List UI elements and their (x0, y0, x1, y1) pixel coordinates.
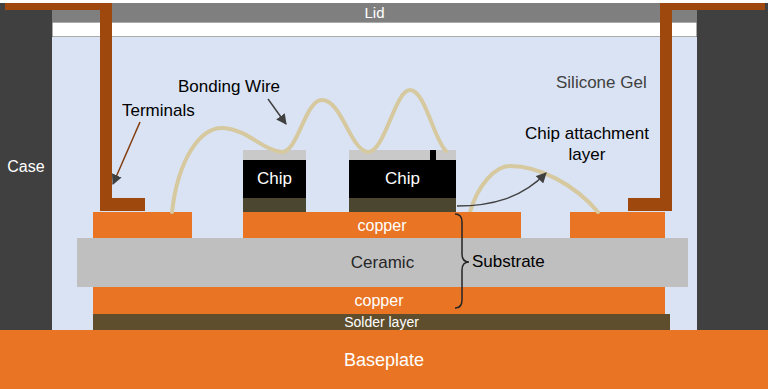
chip-die: Chip (349, 160, 456, 198)
silicone-gel: Silicone GelChipChipcopperCeramiccopperS… (52, 37, 697, 330)
gel-fill (52, 37, 697, 330)
part-name: copper (355, 291, 404, 310)
leader-line (113, 122, 140, 184)
copper-layer: copper (93, 287, 665, 314)
lid-band: Lid (52, 3, 697, 22)
part-name: Lid (364, 4, 384, 22)
chip-gap (430, 150, 436, 160)
part-label: Chip attachment layer (522, 123, 652, 165)
part-label: Terminals (122, 100, 222, 121)
part-name: Chip (257, 169, 292, 189)
ceramic-layer: Ceramic (77, 238, 688, 287)
case-wall: Case (0, 3, 52, 330)
part-name: Ceramic (351, 253, 414, 273)
part-label: Bonding Wire (178, 76, 308, 97)
case-right (697, 3, 768, 330)
chip-metallization (349, 150, 430, 160)
chip-die: Chip (243, 160, 306, 198)
copper-pad-left (93, 212, 192, 238)
leader-line (268, 99, 286, 124)
terminal (628, 3, 765, 211)
baseplate: Baseplate (0, 330, 768, 389)
chip-attach-layer (349, 198, 456, 212)
leader-line (457, 173, 546, 206)
copper-layer: copper (243, 212, 521, 238)
chip-attach-layer (243, 198, 306, 212)
part-name: Case (7, 157, 44, 176)
solder-layer: Solder layer (93, 314, 670, 330)
part-name: Chip (385, 169, 420, 189)
copper-pad-right (570, 212, 665, 238)
part-name: Silicone Gel (556, 73, 647, 93)
lid-underside (52, 22, 697, 37)
part-name: copper (358, 216, 407, 235)
part-name: Solder layer (344, 314, 419, 330)
bonding-wire (470, 166, 598, 212)
part-name: Baseplate (344, 349, 424, 371)
part-label: Substrate (472, 251, 572, 272)
